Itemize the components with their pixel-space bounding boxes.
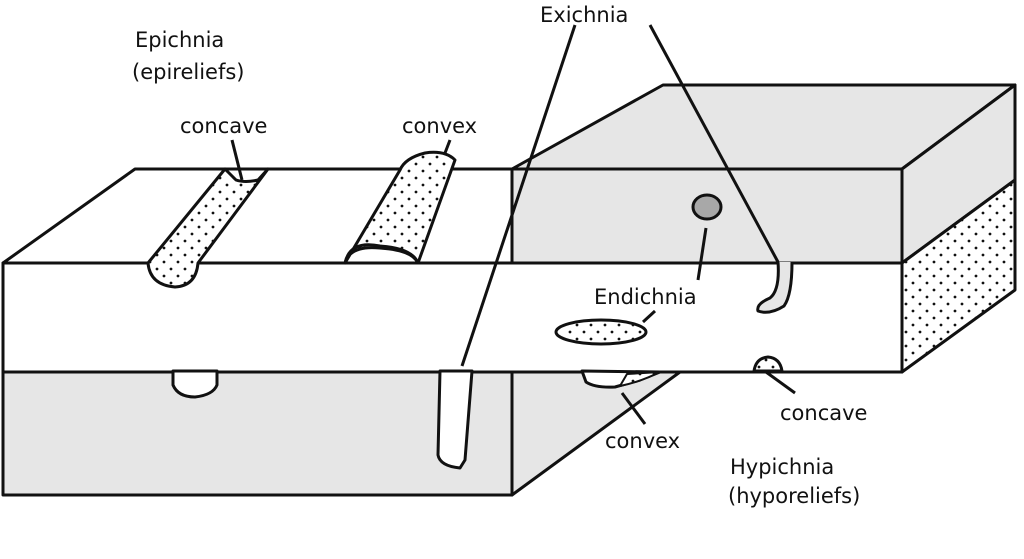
convex-top-leader <box>443 139 452 154</box>
label-convex-bottom: convex <box>605 429 680 453</box>
label-hyporeliefs: (hyporeliefs) <box>728 484 860 508</box>
label-epichnia: Epichnia <box>135 28 224 52</box>
label-exichnia: Exichnia <box>540 3 628 27</box>
hyporelief-left-cast <box>171 369 219 399</box>
label-concave-bottom: concave <box>780 401 867 425</box>
endichnia-leader-top <box>696 227 708 281</box>
exichnia-leader-left <box>460 24 577 367</box>
endichnia-leader-bottom <box>641 309 657 324</box>
endichnia-lens <box>554 318 648 346</box>
label-endichnia: Endichnia <box>594 285 697 309</box>
lower-layer-front-face <box>1 370 514 497</box>
label-hypichnia: Hypichnia <box>730 455 834 479</box>
concave-top-leader <box>230 139 244 181</box>
label-convex-top: convex <box>402 114 477 138</box>
exichnia-hook-burrow <box>756 261 794 314</box>
middle-layer-front-face <box>1 261 904 374</box>
concave-bottom-leader <box>765 370 796 395</box>
label-concave-top: concave <box>180 114 267 138</box>
convex-bottom-leader <box>620 392 647 425</box>
exichnia-leader-right <box>648 24 780 263</box>
hyporelief-concave <box>752 355 784 373</box>
label-epireliefs: (epireliefs) <box>132 60 245 84</box>
exichnia-burrow <box>436 369 474 470</box>
concave-groove <box>146 167 270 289</box>
convex-ridge <box>343 150 457 265</box>
endichnia-nodule <box>691 193 723 221</box>
